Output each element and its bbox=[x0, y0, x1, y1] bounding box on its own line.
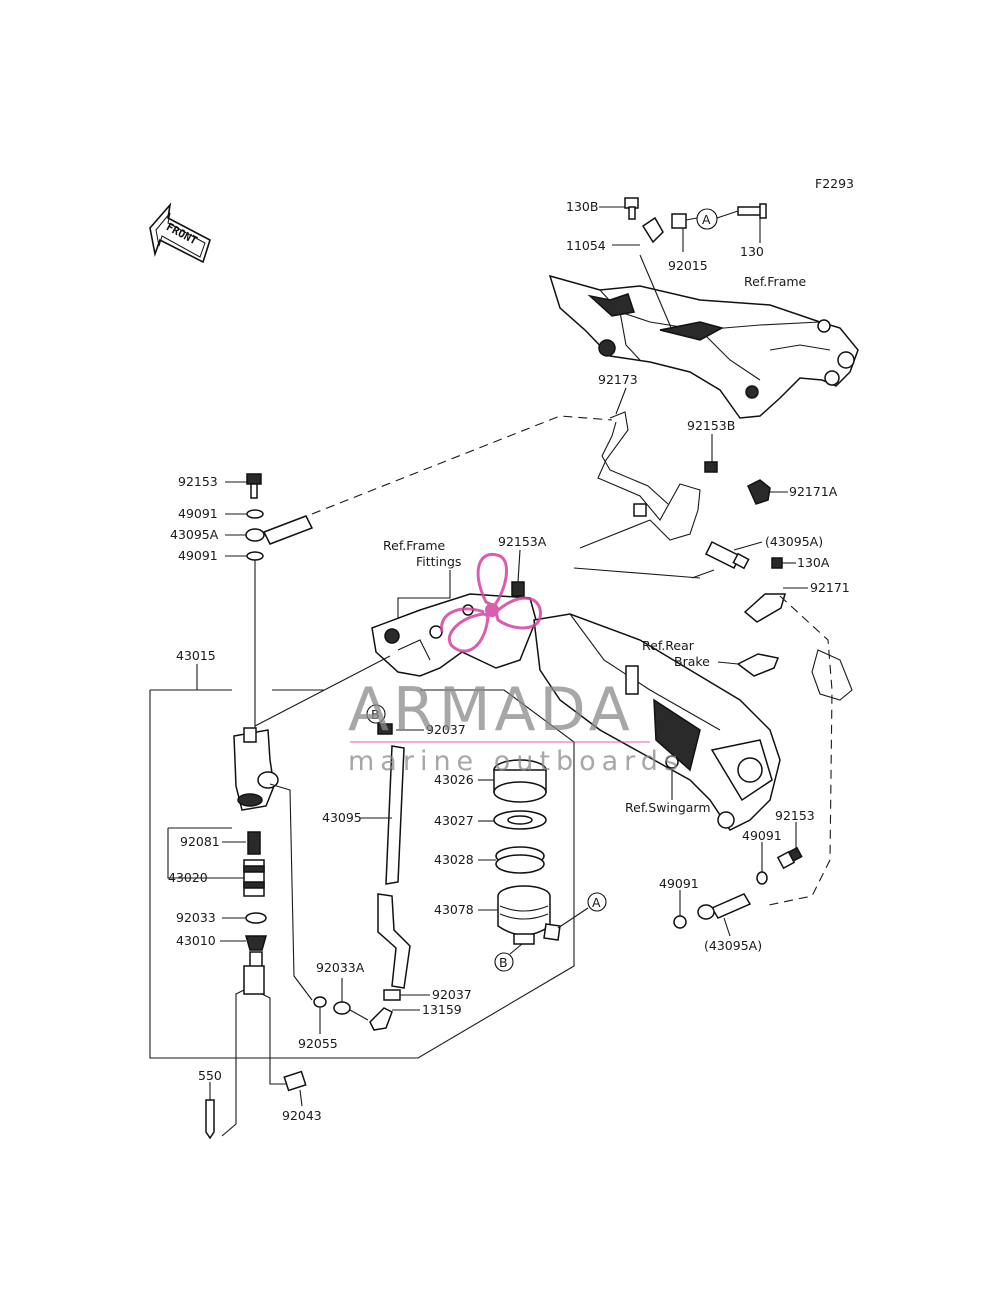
part-92153b: 92153B bbox=[687, 418, 735, 433]
part-43020: 43020 bbox=[168, 870, 208, 885]
part-92173: 92173 bbox=[598, 372, 638, 387]
part-130a: 130A bbox=[797, 555, 830, 570]
armada-watermark: ARMADA marine outboards bbox=[348, 552, 684, 777]
bracket-92173 bbox=[597, 411, 701, 541]
part-92015: 92015 bbox=[668, 258, 708, 273]
part-92153-left: 92153 bbox=[178, 474, 218, 489]
hose-fitting-left bbox=[245, 515, 314, 545]
propeller-logo-icon bbox=[440, 552, 542, 653]
frame-drawing bbox=[548, 274, 859, 419]
part-43026: 43026 bbox=[434, 772, 474, 787]
part-43028: 43028 bbox=[434, 852, 474, 867]
spring-92081 bbox=[247, 831, 261, 855]
part-92171: 92171 bbox=[810, 580, 850, 595]
part-43078: 43078 bbox=[434, 902, 474, 917]
callout-a-top: A bbox=[702, 212, 711, 227]
frame-bolt-group bbox=[624, 197, 767, 244]
hose-fitting-bottom bbox=[697, 893, 752, 920]
part-43095: 43095 bbox=[322, 810, 362, 825]
part-92171a: 92171A bbox=[789, 484, 838, 499]
watermark-brand: ARMADA bbox=[348, 675, 634, 745]
part-43095a-left: 43095A bbox=[170, 527, 219, 542]
hose-fitting-top bbox=[704, 540, 750, 570]
part-11054: 11054 bbox=[566, 238, 606, 253]
front-arrow-icon: FRONT bbox=[149, 202, 211, 264]
push-rod bbox=[243, 951, 265, 995]
reservoir-cap-43026 bbox=[493, 759, 547, 803]
part-43010: 43010 bbox=[176, 933, 216, 948]
hose-43095 bbox=[377, 745, 411, 989]
callout-b-top: B bbox=[371, 707, 380, 722]
ref-rear-brake-line2: Brake bbox=[674, 654, 710, 669]
ref-frame-label: Ref.Frame bbox=[744, 274, 807, 289]
master-cylinder-body bbox=[233, 727, 279, 811]
ref-rear-brake-line1: Ref.Rear bbox=[642, 638, 695, 653]
callout-b-bottom: B bbox=[499, 955, 508, 970]
part-92081: 92081 bbox=[180, 834, 220, 849]
watermark-tagline: marine outboards bbox=[348, 746, 684, 777]
part-49091-right-top: 49091 bbox=[742, 828, 782, 843]
piston-43020 bbox=[243, 859, 265, 897]
part-43015: 43015 bbox=[176, 648, 216, 663]
part-92033a: 92033A bbox=[316, 960, 365, 975]
part-92055: 92055 bbox=[298, 1036, 338, 1051]
part-49091-left-top: 49091 bbox=[178, 506, 218, 521]
frame-fitting-drawing bbox=[371, 593, 537, 677]
part-49091-left-bottom: 49091 bbox=[178, 548, 218, 563]
ref-swingarm-label: Ref.Swingarm bbox=[625, 800, 711, 815]
ref-frame-fittings-line2: Fittings bbox=[416, 554, 461, 569]
part-550: 550 bbox=[198, 1068, 222, 1083]
reservoir-43078 bbox=[497, 885, 561, 945]
figure-code: F2293 bbox=[815, 176, 854, 191]
part-92037-top: 92037 bbox=[426, 722, 466, 737]
ref-frame-fittings-line1: Ref.Frame bbox=[383, 538, 446, 553]
part-92153a: 92153A bbox=[498, 534, 547, 549]
callout-a-bottom: A bbox=[592, 895, 601, 910]
part-43095a-paren-top: (43095A) bbox=[765, 534, 823, 549]
part-92033: 92033 bbox=[176, 910, 216, 925]
part-43027: 43027 bbox=[434, 813, 474, 828]
swingarm-drawing bbox=[533, 613, 781, 831]
part-92043: 92043 bbox=[282, 1108, 322, 1123]
part-92037-bottom: 92037 bbox=[432, 987, 472, 1002]
part-49091-right-bottom: 49091 bbox=[659, 876, 699, 891]
part-130b: 130B bbox=[566, 199, 598, 214]
part-130: 130 bbox=[740, 244, 764, 259]
part-43095a-paren-bottom: (43095A) bbox=[704, 938, 762, 953]
part-13159: 13159 bbox=[422, 1002, 462, 1017]
part-92153-right: 92153 bbox=[775, 808, 815, 823]
